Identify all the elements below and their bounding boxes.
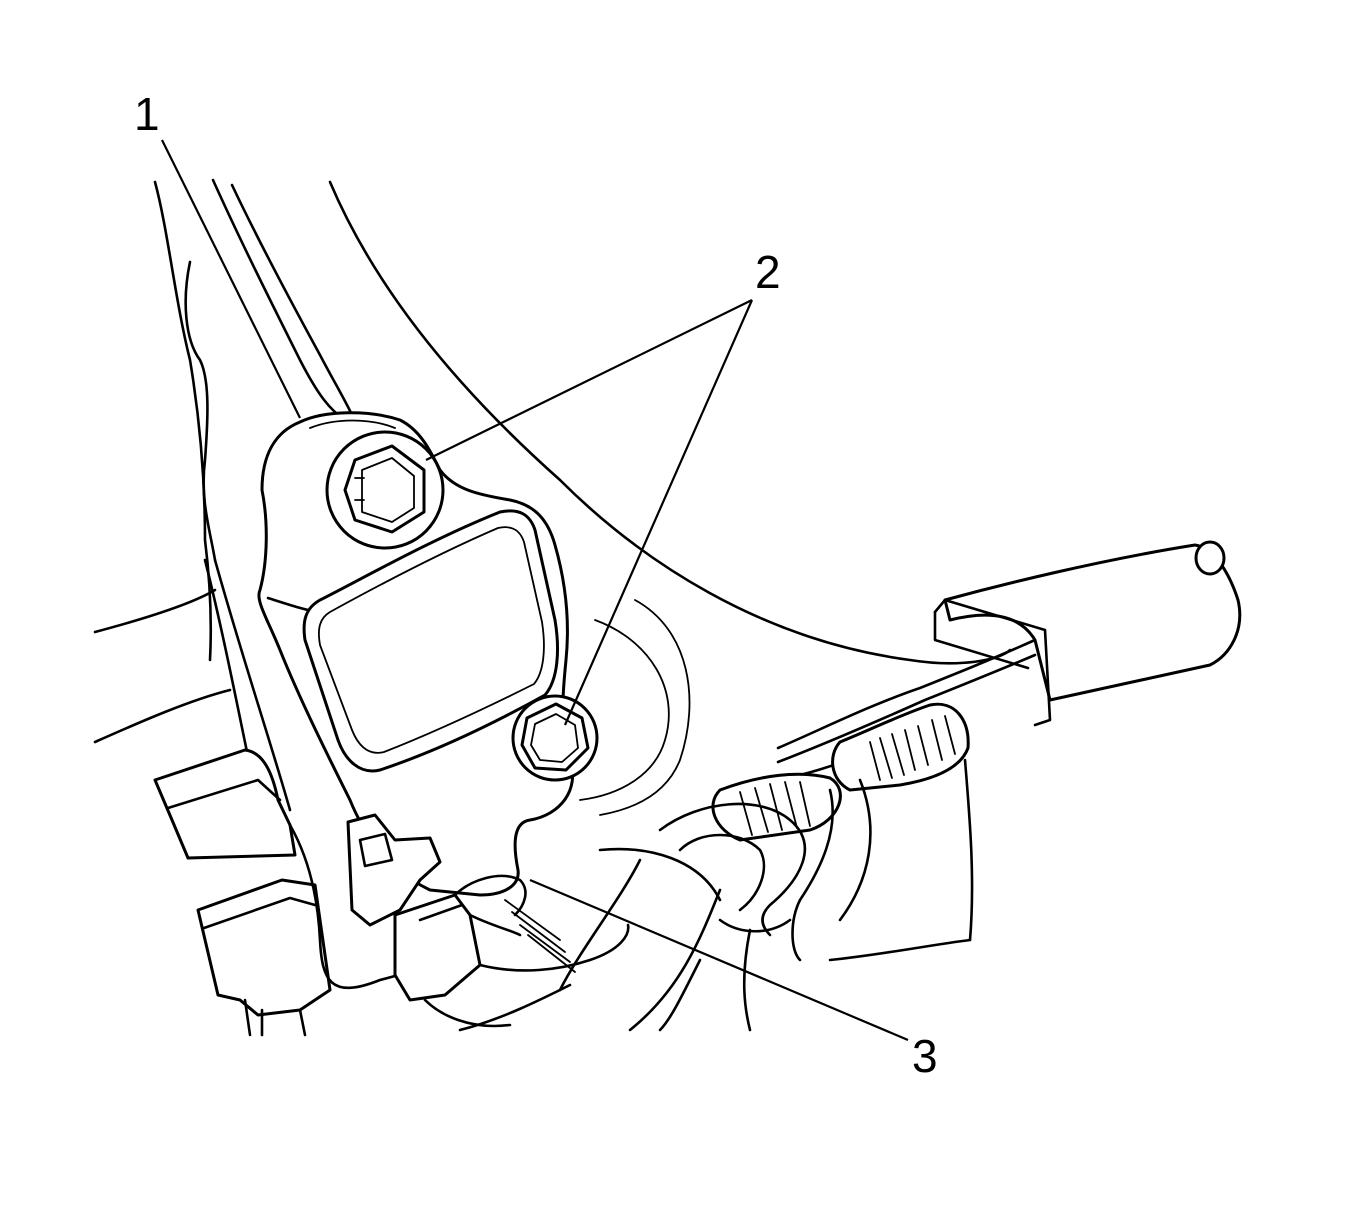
- sensor-bracket: [257, 411, 630, 1032]
- lower-bolt: [511, 694, 599, 782]
- leader-1: [161, 139, 301, 419]
- callout-1: 1: [134, 88, 160, 140]
- leader-2b: [563, 299, 754, 726]
- callout-labels: 1 2 3: [134, 88, 938, 1082]
- callout-3: 3: [912, 1030, 938, 1082]
- leader-3: [529, 878, 909, 1042]
- side-connector: [153, 748, 432, 1037]
- leader-2a: [425, 299, 753, 461]
- wiring-harness: [558, 540, 1242, 1032]
- callout-leaders: [161, 139, 909, 1042]
- vehicle-structure: [93, 178, 1012, 816]
- upper-bolt: [325, 430, 445, 550]
- callout-2: 2: [755, 246, 781, 298]
